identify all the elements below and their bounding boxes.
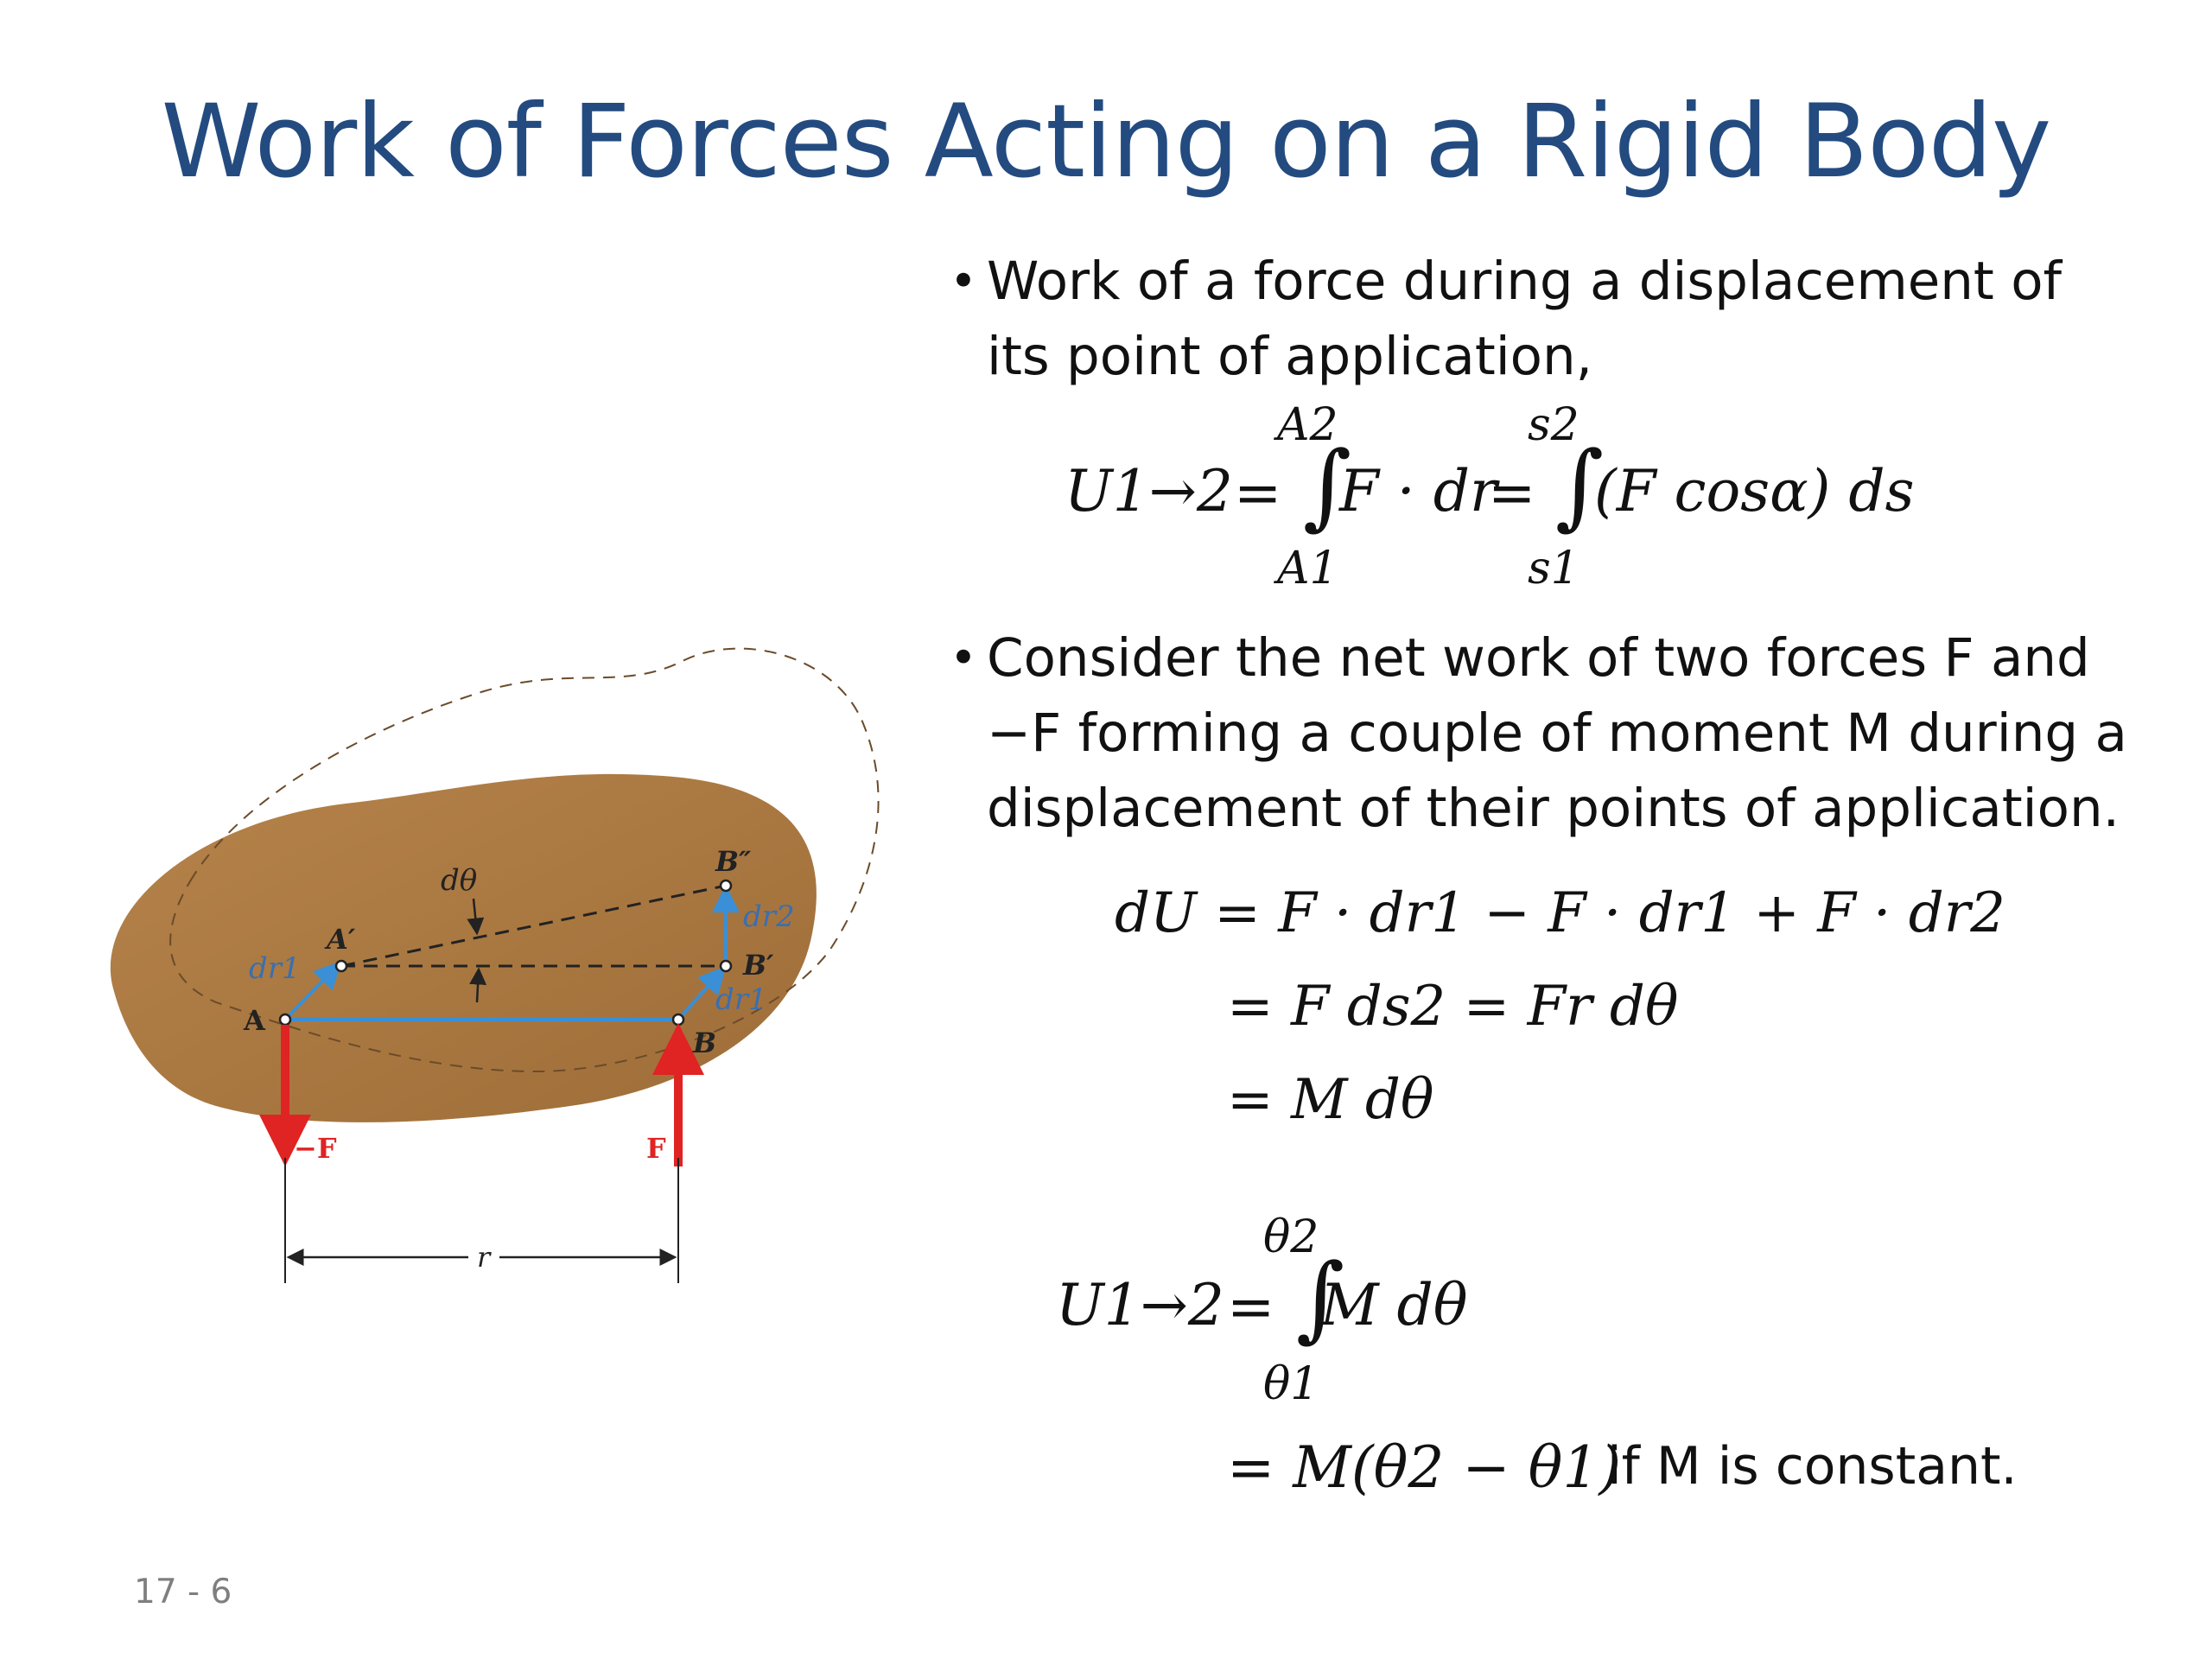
point-b-prime-marker xyxy=(719,959,733,973)
du-line-2: = F ds2 = Fr dθ xyxy=(1227,975,1679,1039)
work-lhs: U1→2 xyxy=(1065,458,1233,524)
du-line-3: = M dθ xyxy=(1227,1068,1434,1132)
bullet-work-of-force: • Work of a force during a displacement … xyxy=(950,244,2127,394)
angle-arrow-bottom xyxy=(469,967,487,1003)
point-a-marker xyxy=(278,1013,292,1027)
point-a-prime-marker xyxy=(334,959,348,973)
integral-sign-3: ∫ xyxy=(1296,1244,1345,1352)
bullet-couple-work: • Consider the net work of two forces F … xyxy=(950,620,2145,846)
upper-limit-a2: A2 xyxy=(1277,399,1338,451)
integrand-f-dot-dr: F · dr xyxy=(1339,458,1497,524)
equals-sign-3: = xyxy=(1227,1274,1275,1340)
couple-lhs: U1→2 xyxy=(1056,1272,1224,1338)
label-force-neg: −F xyxy=(294,1132,337,1165)
label-dr2: dr2 xyxy=(743,899,795,934)
integrand-f-cos-ds: (F cosα) ds xyxy=(1594,458,1915,524)
label-b-prime: B′ xyxy=(742,949,774,982)
lower-limit-theta1: θ1 xyxy=(1263,1358,1319,1410)
bullet-dot: • xyxy=(950,631,977,685)
constant-note: if M is constant. xyxy=(1607,1436,2018,1497)
label-dtheta: dθ xyxy=(441,863,477,898)
angle-arrow-top xyxy=(467,898,485,936)
integrand-m-dtheta: M dθ xyxy=(1320,1272,1468,1338)
vector-dr1-right xyxy=(677,966,727,1021)
equals-sign: = xyxy=(1234,460,1282,526)
displaced-outline xyxy=(169,647,880,1073)
label-a-prime: A′ xyxy=(324,923,356,956)
slide-title: Work of Forces Acting on a Rigid Body xyxy=(161,82,2052,200)
vector-dr1-left xyxy=(283,961,342,1021)
bullet-text: Consider the net work of two forces F an… xyxy=(987,627,2127,839)
rigid-body-shape xyxy=(110,773,817,1122)
du-line-1: dU = F · dr1 − F · dr1 + F · dr2 xyxy=(1115,881,2005,945)
equals-sign-2: = xyxy=(1488,460,1536,526)
label-a: A xyxy=(243,1004,266,1037)
page-number: 17 - 6 xyxy=(134,1573,232,1611)
integral-sign: ∫ xyxy=(1303,432,1352,540)
bullet-text: Work of a force during a displacement of… xyxy=(987,251,2063,387)
label-dr1-right: dr1 xyxy=(715,982,767,1017)
lower-limit-a1: A1 xyxy=(1277,543,1338,594)
rigid-body-figure: A A′ B B′ B″ dθ dr1 dr1 dr2 −F F r xyxy=(110,647,880,1283)
integral-sign-2: ∫ xyxy=(1555,432,1605,540)
point-b-marker xyxy=(671,1013,685,1027)
lower-limit-s1: s1 xyxy=(1528,543,1580,594)
upper-limit-s2: s2 xyxy=(1528,399,1580,451)
label-force-pos: F xyxy=(646,1132,666,1165)
dashed-a-prime-b-double-prime xyxy=(340,884,727,968)
label-b: B xyxy=(692,1027,716,1059)
label-distance: r xyxy=(477,1241,492,1274)
bullet-dot: • xyxy=(950,254,977,308)
upper-limit-theta2: θ2 xyxy=(1263,1211,1319,1263)
couple-result: = M(θ2 − θ1) xyxy=(1227,1434,1622,1501)
label-dr1-left: dr1 xyxy=(249,951,301,986)
label-b-double-prime: B″ xyxy=(715,845,752,878)
point-b-double-prime-marker xyxy=(719,879,733,893)
